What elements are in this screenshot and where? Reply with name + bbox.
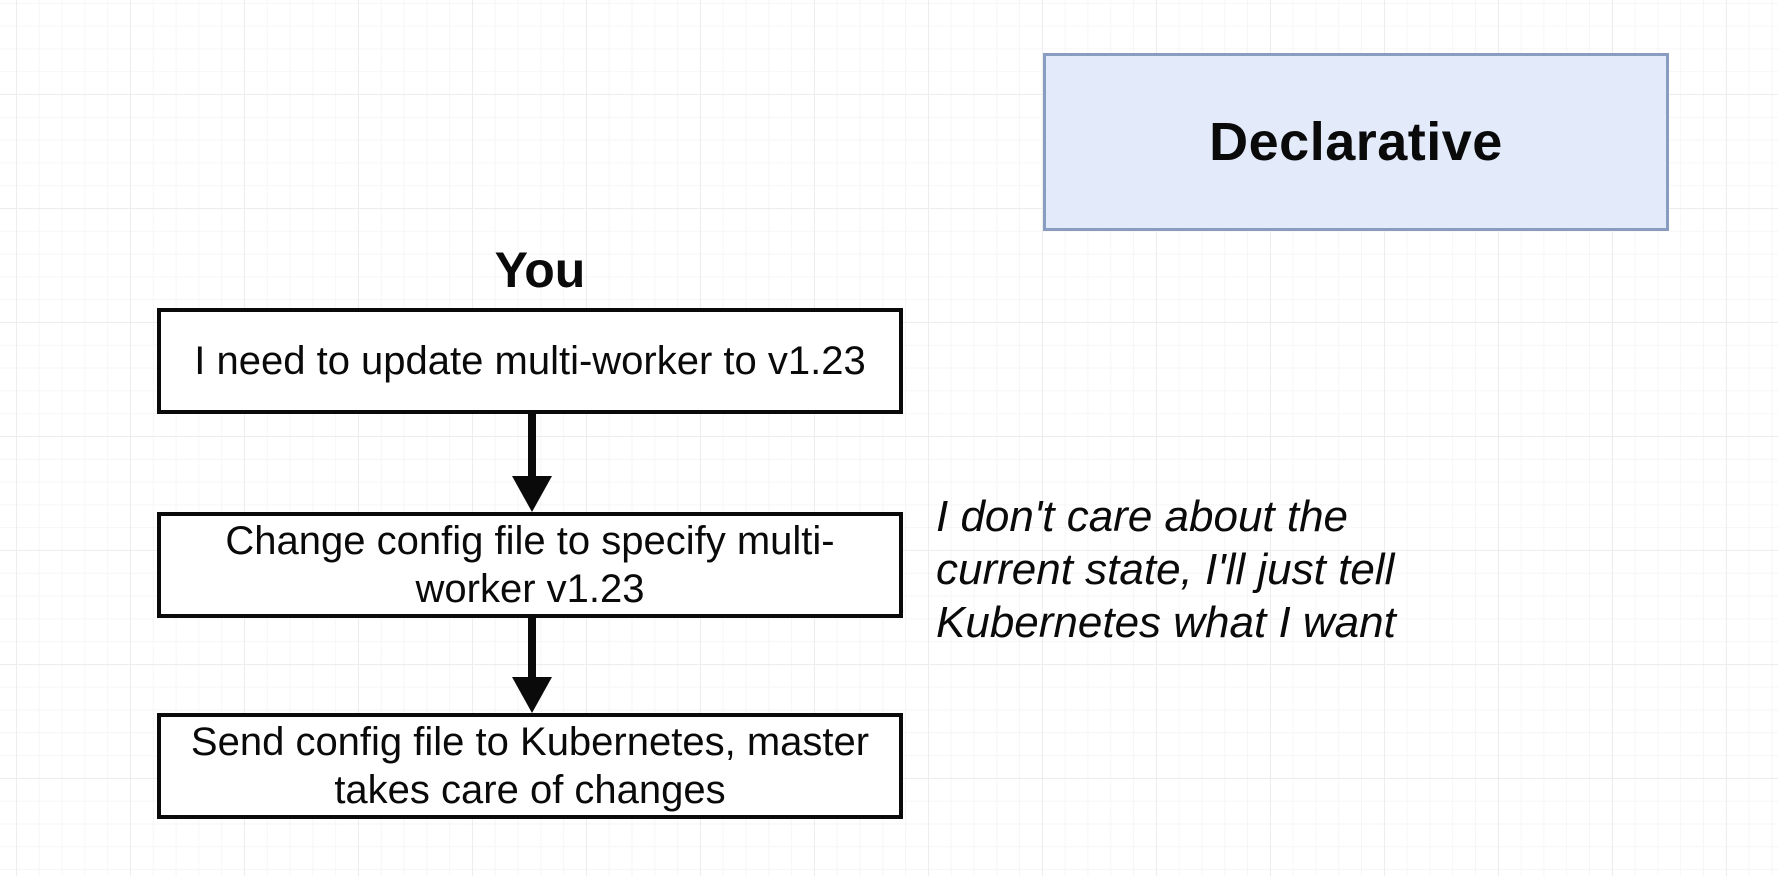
declarative-title-box: Declarative xyxy=(1043,53,1669,231)
step-text: Send config file to Kubernetes, master t… xyxy=(190,720,870,812)
side-note: I don't care about the current state, I'… xyxy=(936,492,1396,647)
diagram-title: Declarative xyxy=(1209,112,1503,172)
down-arrow-icon xyxy=(512,618,552,713)
down-arrow-icon xyxy=(512,414,552,512)
step-box-update-request: I need to update multi-worker to v1.23 xyxy=(157,308,903,414)
step-text: I need to update multi-worker to v1.23 xyxy=(194,339,866,383)
step-text: Change config file to specify multi-work… xyxy=(225,519,835,611)
step-box-change-config: Change config file to specify multi-work… xyxy=(157,512,903,618)
actor-label: You xyxy=(494,242,586,298)
step-box-send-config: Send config file to Kubernetes, master t… xyxy=(157,713,903,819)
